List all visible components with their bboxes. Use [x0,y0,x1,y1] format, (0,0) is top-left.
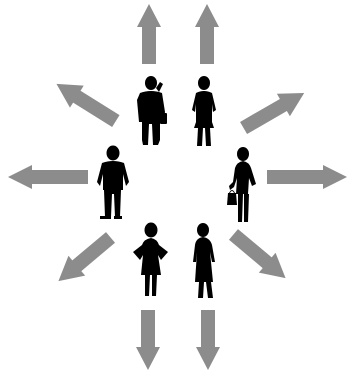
woman-standing-icon [192,76,216,146]
arrow-up-right-icon [240,93,305,135]
arrow-left-icon [8,165,88,189]
woman-in-dress-icon [193,223,215,298]
arrow-down-left-icon [58,232,116,282]
arrow-down-icon [196,310,220,370]
arrow-up-icon [195,4,219,64]
woman-with-bag-icon [227,147,256,222]
outward-arrows [8,4,347,370]
people-silhouettes [97,76,256,298]
arrow-up-left-icon [56,83,120,127]
woman-hands-on-hips-icon [133,222,168,296]
man-standing-icon [97,145,129,219]
arrow-right-icon [267,165,347,189]
arrow-down-icon [136,310,160,370]
arrow-up-icon [137,4,161,64]
man-on-phone-icon [137,76,167,145]
arrow-down-right-icon [228,229,286,279]
